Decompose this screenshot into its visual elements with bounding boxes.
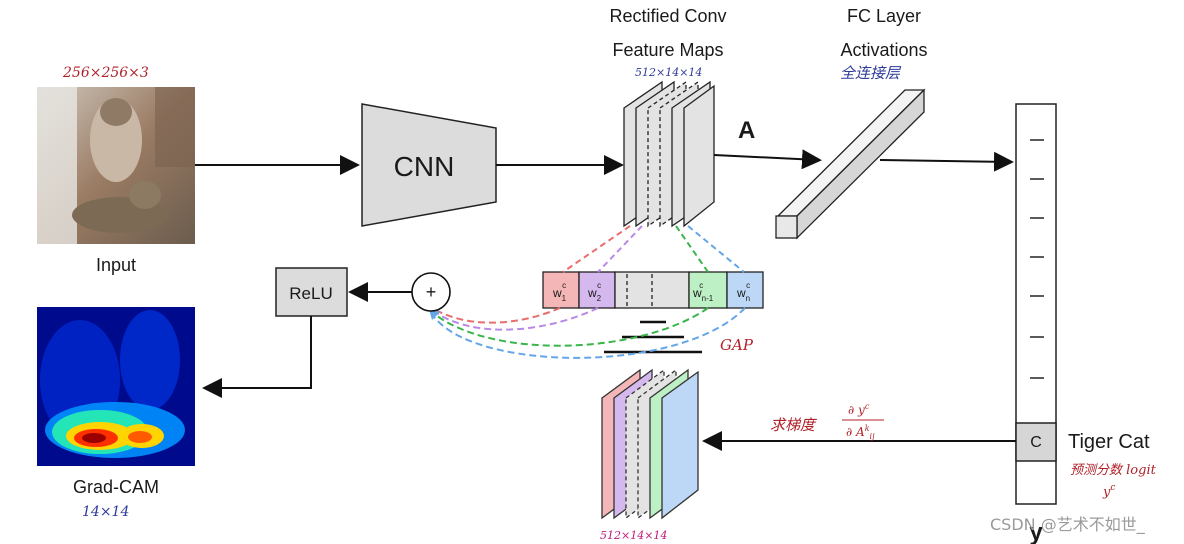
arrow-relu-to-gradcam <box>202 316 312 398</box>
arrow-fc-to-output <box>879 151 1014 172</box>
feature-map-stack <box>623 80 715 228</box>
gap-label: GAP <box>720 336 754 354</box>
activations-label: Activations <box>840 40 927 60</box>
weight-wn: wnc <box>736 281 750 303</box>
class-cell <box>1015 422 1057 462</box>
arrow-features-to-fc <box>713 149 822 170</box>
svg-text:∂ yc: ∂ yc <box>848 402 870 417</box>
input-label: Input <box>96 255 136 275</box>
gap-symbol <box>604 320 702 354</box>
weight-links <box>562 225 745 273</box>
score-annotation: 预测分数 logit <box>1070 463 1157 478</box>
sum-node-label: + <box>426 282 437 302</box>
weight-w2: w2c <box>587 281 602 303</box>
relu-block <box>275 267 348 317</box>
gradient-dims-annotation: 512×14×14 <box>600 529 667 542</box>
relu-label: ReLU <box>289 284 332 303</box>
cnn-label: CNN <box>394 151 455 182</box>
weighted-sum-links <box>431 307 746 359</box>
feature-dims-annotation: 512×14×14 <box>635 66 702 79</box>
output-y-label: y <box>1029 519 1043 544</box>
feature-maps-label: Feature Maps <box>612 40 723 60</box>
class-cell-label: C <box>1030 434 1042 451</box>
output-vector <box>1015 103 1057 505</box>
gradient-map-stack <box>601 368 699 520</box>
gradcam-heatmap <box>37 307 195 466</box>
input-dims-annotation: 256×256×3 <box>62 65 149 81</box>
gradcam-label: Grad-CAM <box>73 477 159 497</box>
gradient-chinese-label: 求梯度 <box>770 416 817 434</box>
fc-layer-label: FC Layer <box>847 6 921 26</box>
svg-text:∂ Akij: ∂ Akij <box>846 424 875 441</box>
watermark: CSDN @艺术不如世_ <box>990 515 1146 535</box>
rectified-conv-label: Rectified Conv <box>609 6 726 26</box>
gradcam-dims-annotation: 14×14 <box>82 504 129 520</box>
tiger-cat-label: Tiger Cat <box>1068 431 1150 453</box>
fc-chinese-annotation: 全连接层 <box>840 64 902 82</box>
weight-w1: w1c <box>552 281 567 303</box>
gradient-fraction: ∂ yc ∂ Akij <box>842 402 884 441</box>
weight-wn-1: wn-1c <box>692 281 714 303</box>
score-symbol: yc <box>1102 483 1115 500</box>
input-photo <box>37 87 195 244</box>
fc-layer-bar <box>775 88 926 240</box>
activation-a-label: A <box>738 117 755 144</box>
weights-bar <box>542 271 764 309</box>
cnn-block <box>361 103 497 227</box>
